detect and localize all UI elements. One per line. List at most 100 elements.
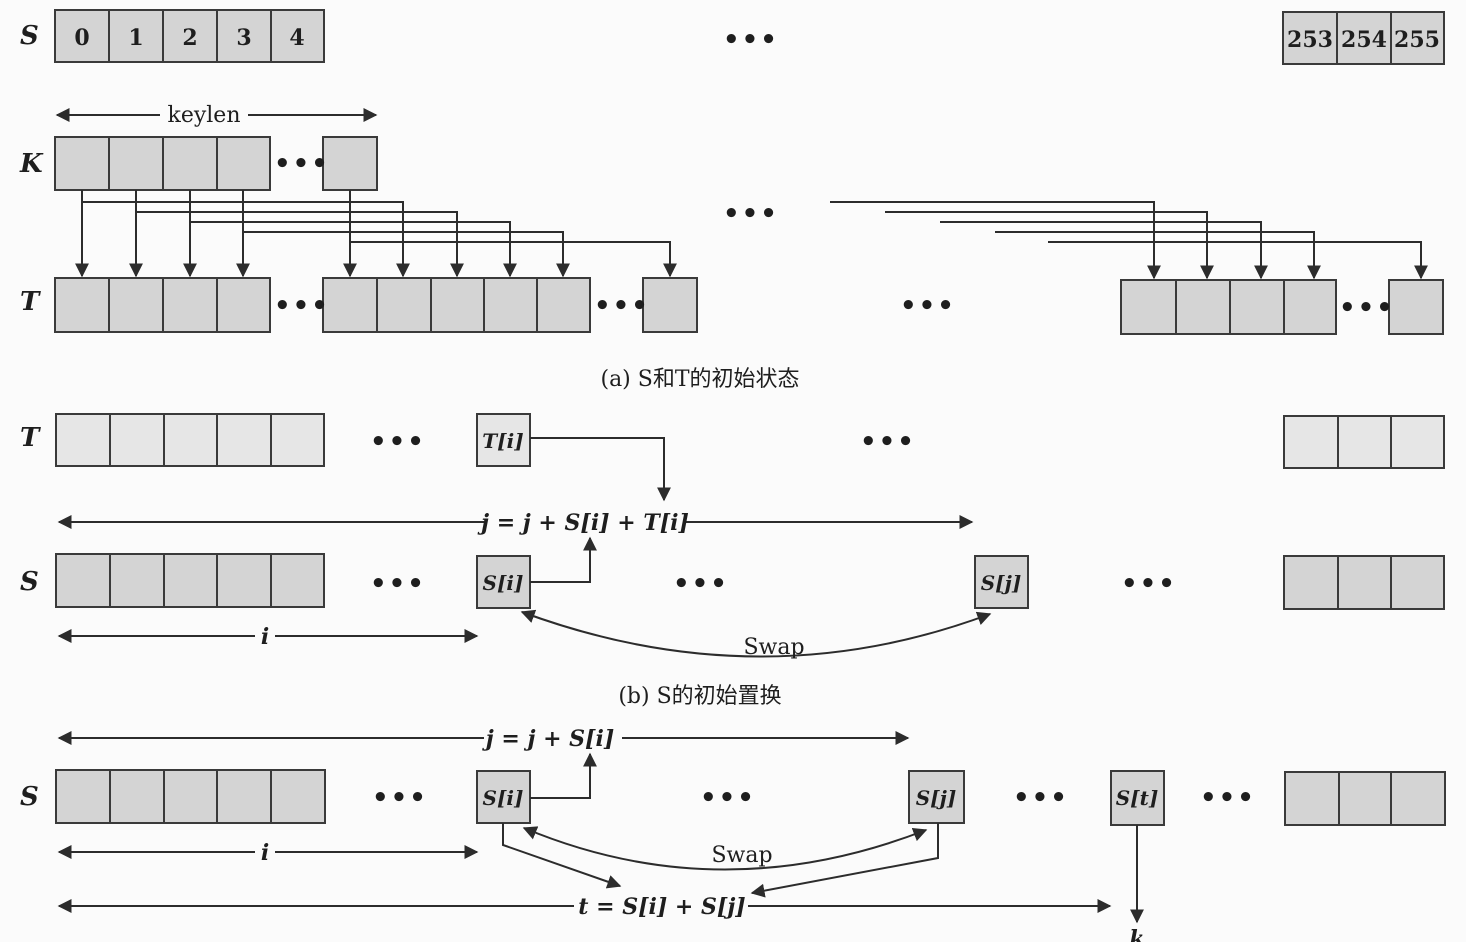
k-cell <box>162 136 218 191</box>
k-cell <box>108 136 164 191</box>
s-cell <box>1283 555 1339 610</box>
caption-a: (a) S和T的初始状态 <box>600 367 799 392</box>
t-cell <box>483 277 538 333</box>
swap-label: Swap <box>743 635 804 660</box>
fill-arrow <box>830 201 1161 280</box>
t-cell <box>162 277 218 333</box>
t-cell <box>1337 415 1392 469</box>
formula-j-update: j = j + S[i] + T[i] <box>477 510 689 536</box>
s-cell <box>163 553 218 608</box>
t-cell <box>1388 279 1444 335</box>
ellipsis: ••• <box>673 569 729 599</box>
s-cell <box>108 9 164 63</box>
s-cell <box>1390 555 1445 610</box>
ellipsis: ••• <box>274 149 330 179</box>
s-cells-c <box>55 769 1446 826</box>
s-cell-value: 255 <box>1394 27 1440 53</box>
s-initial-last-cells <box>1282 11 1445 65</box>
s-j-label: S[j] <box>916 786 957 810</box>
t-cell <box>1229 279 1285 335</box>
ellipsis: ••• <box>700 783 756 813</box>
s-cell <box>54 9 110 63</box>
ellipsis: ••• <box>860 427 916 457</box>
t-cell <box>1175 279 1231 335</box>
s-cell-value: 4 <box>289 25 304 51</box>
s-cell <box>55 769 111 824</box>
s-cell <box>1284 771 1340 826</box>
ellipsis: ••• <box>723 199 779 229</box>
fill-arrow <box>82 201 410 278</box>
ellipsis: ••• <box>370 569 426 599</box>
swap-label: Swap <box>711 843 772 868</box>
t-cell <box>376 277 432 333</box>
s-row-label: S <box>20 21 39 51</box>
s-initial-first-cells <box>54 9 325 63</box>
i-label: i <box>261 840 269 866</box>
s-t-label: S[t] <box>1116 786 1159 810</box>
fill-arrow <box>136 211 464 278</box>
fill-arrow <box>1048 241 1428 280</box>
t-cell <box>108 277 164 333</box>
ellipsis: ••• <box>274 291 330 321</box>
t-cell <box>1283 415 1339 469</box>
t-i-arrow <box>530 437 671 502</box>
s-cell <box>109 553 165 608</box>
fill-arrow <box>190 221 517 278</box>
s-cells-b <box>55 553 1445 610</box>
s-cell <box>216 553 272 608</box>
s-cell <box>55 553 111 608</box>
t-cell <box>1120 279 1177 335</box>
ellipsis: ••• <box>370 427 426 457</box>
t-cell <box>216 413 272 467</box>
t-cell <box>322 277 378 333</box>
key-fill-arrows-right <box>830 201 1428 280</box>
s-cell <box>163 769 218 824</box>
t-cell <box>55 413 111 467</box>
formula-t: t = S[i] + S[j] <box>578 894 745 920</box>
t-cells <box>54 277 1444 335</box>
t-cell <box>270 413 325 467</box>
k-output-label: k <box>1129 926 1144 942</box>
s-cell <box>1390 771 1446 826</box>
s-row-label: S <box>20 782 39 812</box>
swap-arrow <box>522 826 928 871</box>
t-i-cell <box>476 413 531 467</box>
k-cell <box>54 136 110 191</box>
s-cell <box>162 9 218 63</box>
keylen-label: keylen <box>167 103 240 128</box>
t-cell <box>536 277 591 333</box>
t-cell <box>216 277 271 333</box>
s-cell-value: 2 <box>182 25 197 51</box>
t-row-label: T <box>20 287 41 317</box>
s-j-cell <box>908 770 965 824</box>
i-label: i <box>261 624 269 650</box>
ellipsis: ••• <box>900 291 956 321</box>
s-cell-value: 1 <box>128 25 143 51</box>
swap-arrow <box>520 609 992 658</box>
k-cell <box>322 136 378 191</box>
s-i-arrow <box>530 752 597 799</box>
fill-arrow <box>885 211 1214 280</box>
t-row-label: T <box>20 423 41 453</box>
ellipsis: ••• <box>1200 783 1256 813</box>
t-cell <box>1390 415 1445 469</box>
s-cell-value: 3 <box>236 25 251 51</box>
formula-j: j = j + S[i] <box>482 726 615 752</box>
s-cell <box>270 9 325 63</box>
s-cell-value: 253 <box>1287 27 1333 53</box>
k-row-label: K <box>19 149 44 179</box>
s-row-label: S <box>20 567 39 597</box>
fill-arrow <box>995 231 1321 280</box>
s-i-to-t-arrow <box>502 823 622 889</box>
s-cell-value: 254 <box>1341 27 1387 53</box>
ellipsis: ••• <box>723 25 779 55</box>
s-j-cell <box>974 555 1029 609</box>
s-i-cell <box>476 555 531 609</box>
fill-arrow <box>940 221 1268 280</box>
t-cell <box>642 277 698 333</box>
t-cell <box>109 413 165 467</box>
fill-arrow <box>350 241 677 278</box>
ellipsis: ••• <box>1121 569 1177 599</box>
k-cell <box>216 136 271 191</box>
